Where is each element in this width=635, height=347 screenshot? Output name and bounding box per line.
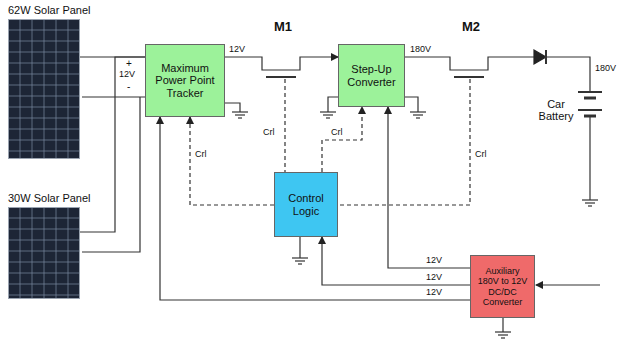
solar-panel-graphic	[8, 19, 80, 159]
connector	[225, 57, 338, 70]
panel-grid	[9, 283, 79, 284]
voltage-label: 12V	[425, 256, 443, 266]
panel-grid	[9, 261, 79, 262]
panel-label: 62W Solar Panel	[8, 4, 91, 17]
ground-wire	[299, 237, 300, 258]
box-label: Control Logic	[278, 192, 334, 217]
ground-symbol	[292, 258, 308, 264]
connector	[322, 237, 470, 285]
process-box: Auxiliary 180V to 12V DC/DC Converter	[470, 255, 535, 318]
battery-symbol	[578, 92, 602, 116]
connector	[80, 57, 145, 232]
panel-grid	[9, 228, 79, 229]
signal-name: Crl	[474, 150, 488, 160]
signal-name: Crl	[194, 150, 208, 160]
panel-grid	[9, 272, 79, 273]
panel-grid	[9, 217, 79, 218]
output-wire	[405, 57, 534, 70]
panel-grid	[56, 208, 57, 298]
panel-grid	[9, 139, 79, 140]
panel-grid	[9, 117, 79, 118]
part-name: Car Battery	[534, 98, 578, 122]
panel-wire	[82, 97, 140, 252]
ground-symbol	[232, 112, 248, 118]
ground-wire	[502, 318, 503, 332]
solar-panel: 62W Solar Panel	[8, 4, 91, 159]
polarity-sign: -	[126, 81, 131, 92]
signal-name: Crl	[330, 128, 344, 138]
signal-name: Crl	[262, 128, 276, 138]
diode-symbol	[534, 50, 546, 64]
voltage-label: 12V	[425, 273, 443, 283]
ground-symbol	[410, 112, 426, 118]
voltage-label: 12V	[118, 70, 136, 80]
voltage-label: 180V	[409, 45, 432, 55]
ground-symbol	[582, 200, 598, 206]
panel-grid	[9, 150, 79, 151]
panel-body	[9, 19, 80, 158]
box-label: Maximum Power Point Tracker	[149, 62, 221, 100]
panel-grid	[9, 95, 79, 96]
panel-grid	[9, 29, 79, 30]
process-box: Control Logic	[274, 172, 338, 237]
voltage-label: 180V	[594, 64, 617, 74]
connector	[322, 107, 362, 172]
panel-grid	[44, 208, 45, 298]
panel-grid	[9, 73, 79, 74]
ground-wire	[328, 97, 338, 112]
battery-wire	[589, 116, 590, 200]
voltage-label: 12V	[228, 45, 246, 55]
panel-grid	[9, 106, 79, 107]
part-name: M2	[461, 20, 481, 34]
panel-grid	[9, 239, 79, 240]
solar-panel-graphic	[8, 207, 80, 299]
connector	[388, 107, 470, 268]
ground-wire	[225, 103, 240, 112]
control-line	[284, 79, 285, 172]
process-box: Step-Up Converter	[338, 44, 405, 107]
panel-grid	[9, 51, 79, 52]
input-wire	[536, 284, 600, 285]
ground-symbol	[320, 112, 336, 118]
panel-grid	[9, 250, 79, 251]
process-box: Maximum Power Point Tracker	[145, 44, 225, 117]
panel-body	[9, 207, 80, 298]
connector	[160, 117, 470, 300]
ground-symbol	[495, 332, 511, 338]
polarity-sign: +	[125, 58, 133, 69]
panel-wire	[82, 96, 145, 97]
mosfet-gate	[454, 76, 484, 78]
panel-grid	[32, 208, 33, 298]
battery-wire	[546, 57, 590, 92]
mosfet-gate	[266, 76, 296, 78]
box-label: Auxiliary 180V to 12V DC/DC Converter	[474, 266, 531, 307]
voltage-label: 12V	[425, 288, 443, 298]
panel-label: 30W Solar Panel	[8, 192, 91, 205]
panel-grid	[9, 84, 79, 85]
box-label: Step-Up Converter	[342, 63, 401, 88]
panel-grid	[9, 62, 79, 63]
solar-panel: 30W Solar Panel	[8, 192, 91, 299]
panel-grid	[9, 294, 79, 295]
panel-grid	[20, 208, 21, 298]
part-name: M1	[273, 20, 293, 34]
ground-wire	[405, 97, 418, 112]
panel-grid	[68, 208, 69, 298]
panel-grid	[9, 40, 79, 41]
panel-grid	[9, 128, 79, 129]
